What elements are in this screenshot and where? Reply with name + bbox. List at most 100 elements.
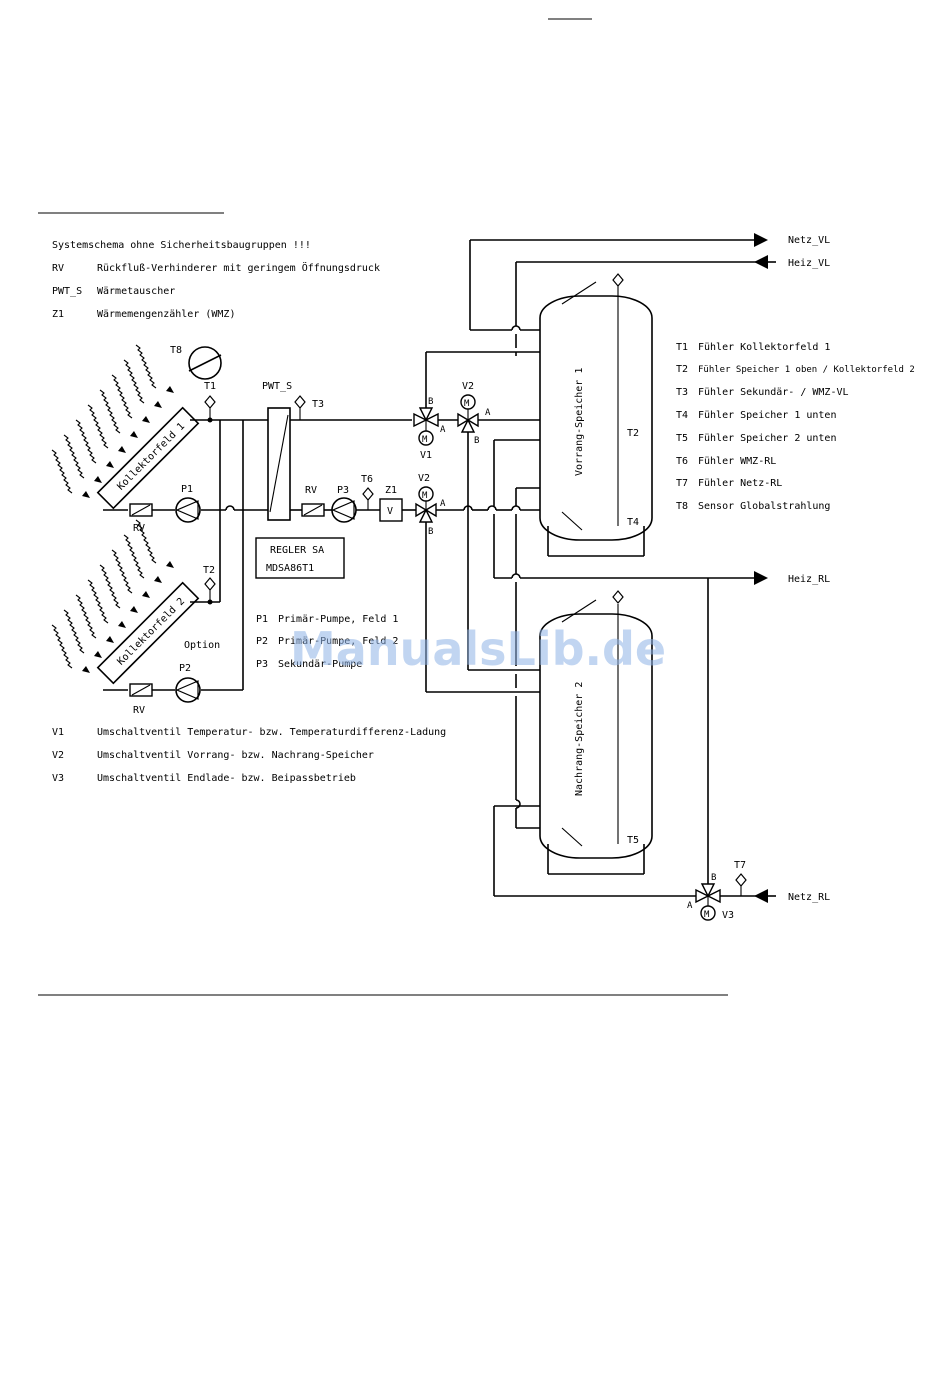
controller-line-1: REGLER SA <box>270 545 324 556</box>
sensor-t2-label: T2 <box>203 565 215 576</box>
collector-2-panel <box>96 581 200 685</box>
pump-p2: P2 <box>175 663 201 703</box>
legend-abbr-z1: Z1 <box>52 309 64 320</box>
collector-1-label: Kollektorfeld 1 <box>115 421 187 493</box>
v2-lower-label: V2 <box>418 473 430 484</box>
primary-circuit <box>103 417 268 693</box>
pump-p1: P1 <box>175 484 201 523</box>
v1-label: V1 <box>420 450 432 461</box>
pump-p1-label: P1 <box>181 484 193 495</box>
tank-1-label: Vorrang-Speicher 1 <box>574 368 585 476</box>
legend-text-z1: Wärmemengenzähler (WMZ) <box>97 309 235 320</box>
v2-upper-port-a: A <box>485 408 491 418</box>
connection-netz-vl: Netz_VL <box>754 233 830 247</box>
solar-radiation-icon <box>51 519 175 674</box>
valve-legend-abbr: V1 <box>52 727 64 738</box>
legend-text-pwt: Wärmetauscher <box>97 286 175 297</box>
sensor-legend-text: Fühler Speicher 1 oben / Kollektorfeld 2 <box>698 365 915 375</box>
pump-p3: P3 <box>331 485 357 523</box>
v2-lower-port-a: A <box>440 499 446 509</box>
watermark: ManualsLib.de <box>290 622 666 676</box>
valve-v3: M B A V3 <box>687 873 734 921</box>
tank-2-label: Nachrang-Speicher 2 <box>574 682 585 796</box>
valve-v2-upper: V2 M A B <box>457 381 491 446</box>
sensor-legend-text: Fühler Sekundär- / WMZ-VL <box>698 387 849 398</box>
sensor-t7-label: T7 <box>734 860 746 871</box>
pump-legend-text: Primär-Pumpe, Feld 1 <box>278 614 398 625</box>
legend-text-rv: Rückfluß-Verhinderer mit geringem Öffnun… <box>97 261 380 274</box>
v2-upper-label: V2 <box>462 381 474 392</box>
collector-2-label: Kollektorfeld 2 <box>115 596 187 668</box>
pump-legend-abbr: P3 <box>256 659 268 670</box>
v2-upper-port-b: B <box>474 436 479 446</box>
pump-p3-label: P3 <box>337 485 349 496</box>
valve-legend-text: Umschaltventil Temperatur- bzw. Temperat… <box>97 727 446 738</box>
sensor-legend-text: Fühler Kollektorfeld 1 <box>698 342 830 353</box>
sensor-t3: T3 <box>294 395 324 420</box>
sensor-legend-abbr: T4 <box>676 410 688 421</box>
z1-symbol: V <box>387 506 393 517</box>
sensor-legend-text: Fühler WMZ-RL <box>698 456 776 467</box>
sensor-legend-abbr: T6 <box>676 456 688 467</box>
heiz-vl-label: Heiz_VL <box>788 258 830 269</box>
rv-secondary-label: RV <box>305 485 317 496</box>
sensor-legend-text: Fühler Netz-RL <box>698 478 782 489</box>
pump-p2-label: P2 <box>179 663 191 674</box>
check-valve-rv-secondary: RV <box>301 485 325 517</box>
pump-legend-abbr: P2 <box>256 636 268 647</box>
sensor-t2: T2 <box>203 565 216 602</box>
valve-legend-abbr: V3 <box>52 773 64 784</box>
collector-1-panel <box>96 406 200 510</box>
sensor-legend-text: Fühler Speicher 2 unten <box>698 433 836 444</box>
valve-v2-lower: V2 M A B <box>415 473 446 537</box>
valve-v1: M B A V1 <box>413 397 446 461</box>
legend-abbr-rv: RV <box>52 263 64 274</box>
pump-legend-text: Primär-Pumpe, Feld 2 <box>278 636 398 647</box>
svg-text:M: M <box>422 491 428 501</box>
sensor-legend: T1 Fühler Kollektorfeld 1 T2 Fühler Spei… <box>676 342 915 512</box>
storage-tank-2: Nachrang-Speicher 2 T5 <box>539 590 653 875</box>
heat-exchanger-pwt-s: PWT_S <box>262 381 292 521</box>
svg-text:M: M <box>704 910 710 920</box>
tank-1-sensor-t4: T4 <box>627 517 639 528</box>
solar-radiation-icon <box>51 344 175 499</box>
sensor-t3-label: T3 <box>312 399 324 410</box>
secondary-circuit <box>290 419 416 511</box>
controller-box: REGLER SA MDSA86T1 <box>255 537 345 579</box>
storage-tank-1: Vorrang-Speicher 1 T2 T4 <box>539 273 653 557</box>
tank-piping <box>425 239 756 897</box>
valve-legend: V1 Umschaltventil Temperatur- bzw. Tempe… <box>52 727 446 784</box>
sensor-t6-label: T6 <box>361 474 373 485</box>
connection-heiz-rl: Heiz_RL <box>754 571 830 585</box>
check-valve-rv-1: RV <box>129 503 153 534</box>
pump-legend-abbr: P1 <box>256 614 268 625</box>
netz-vl-label: Netz_VL <box>788 235 830 246</box>
svg-text:M: M <box>464 399 470 409</box>
netz-rl-label: Netz_RL <box>788 892 830 903</box>
connection-netz-rl: Netz_RL <box>754 889 830 903</box>
pump-legend: P1 Primär-Pumpe, Feld 1 P2 Primär-Pumpe,… <box>256 614 398 670</box>
option-label: Option <box>184 640 220 651</box>
sensor-legend-text: Fühler Speicher 1 unten <box>698 410 836 421</box>
rv-2-label: RV <box>133 705 145 716</box>
heat-meter-z1: Z1 V <box>379 485 403 522</box>
sensor-legend-abbr: T5 <box>676 433 688 444</box>
radiation-sensor-t8: T8 <box>170 345 222 380</box>
valve-legend-text: Umschaltventil Endlade- bzw. Beipassbetr… <box>97 773 356 784</box>
connection-heiz-vl: Heiz_VL <box>754 255 830 269</box>
v3-label: V3 <box>722 910 734 921</box>
rv-1-label: RV <box>133 523 145 534</box>
collector-field-1: Kollektorfeld 1 <box>51 344 200 510</box>
collector-field-2: Kollektorfeld 2 <box>51 519 200 685</box>
v3-port-a: A <box>687 901 693 911</box>
z1-label: Z1 <box>385 485 397 496</box>
valve-legend-abbr: V2 <box>52 750 64 761</box>
heiz-rl-label: Heiz_RL <box>788 574 830 585</box>
pump-legend-text: Sekundär-Pumpe <box>278 659 362 670</box>
valve-legend-text: Umschaltventil Vorrang- bzw. Nachrang-Sp… <box>97 750 374 761</box>
sensor-legend-abbr: T2 <box>676 364 688 375</box>
tank-1-sensor-t2: T2 <box>627 428 639 439</box>
sensor-t6: T6 <box>361 474 374 510</box>
v1-port-a: A <box>440 425 446 435</box>
